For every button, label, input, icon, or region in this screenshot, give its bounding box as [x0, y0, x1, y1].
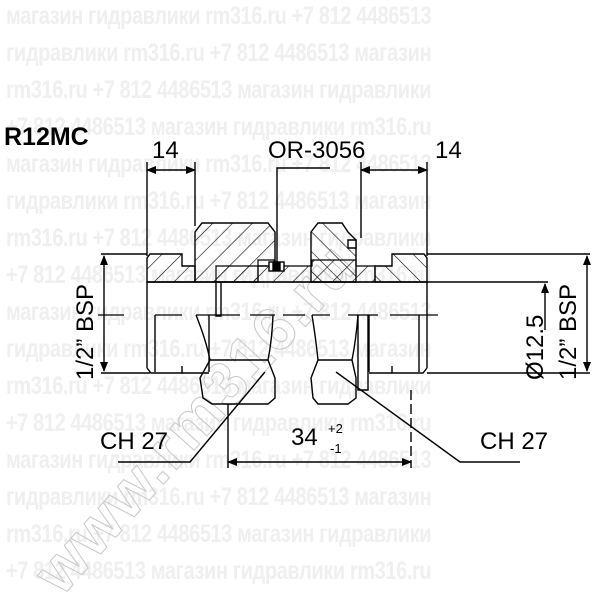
dim-left-thread: 1/2” BSP: [72, 283, 99, 380]
dim-left-length: 14: [152, 137, 179, 164]
dim-oring-label: OR-3056: [268, 137, 366, 164]
watermark-row: rm316.ru +7 812 4486513 магазин гидравли…: [6, 76, 432, 104]
watermark-row: +7 812 4486513 магазин гидравлики rm316.…: [6, 557, 432, 585]
tolerance-minus: -1: [330, 441, 342, 456]
watermark-row: +7 812 4486513 магазин гидравлики rm316.…: [6, 409, 432, 437]
watermark-row: гидравлики rm316.ru +7 812 4486513 магаз…: [6, 335, 432, 363]
watermark-row: гидравлики rm316.ru +7 812 4486513 магаз…: [6, 483, 432, 511]
dim-bore-diameter: Ø12.5: [522, 314, 549, 380]
part-number-title: R12MC: [4, 123, 89, 151]
watermark-row: магазин гидравлики rm316.ru +7 812 44865…: [6, 2, 432, 30]
dim-right-length: 14: [435, 137, 462, 164]
hex-size-left: CH 27: [100, 428, 169, 455]
watermark-row: +7 812 4486513 магазин гидравлики rm316.…: [6, 113, 432, 141]
watermark-row: rm316.ru +7 812 4486513 магазин гидравли…: [6, 520, 432, 548]
watermark-row: магазин гидравлики rm316.ru +7 812 44865…: [6, 298, 432, 326]
dim-overall-length: 34: [291, 424, 318, 451]
hex-size-right: CH 27: [480, 428, 549, 455]
tolerance-plus: +2: [328, 421, 343, 436]
watermark-row: rm316.ru +7 812 4486513 магазин гидравли…: [6, 372, 432, 400]
watermark-row: гидравлики rm316.ru +7 812 4486513 магаз…: [6, 39, 432, 67]
dim-right-thread: 1/2” BSP: [555, 283, 582, 380]
